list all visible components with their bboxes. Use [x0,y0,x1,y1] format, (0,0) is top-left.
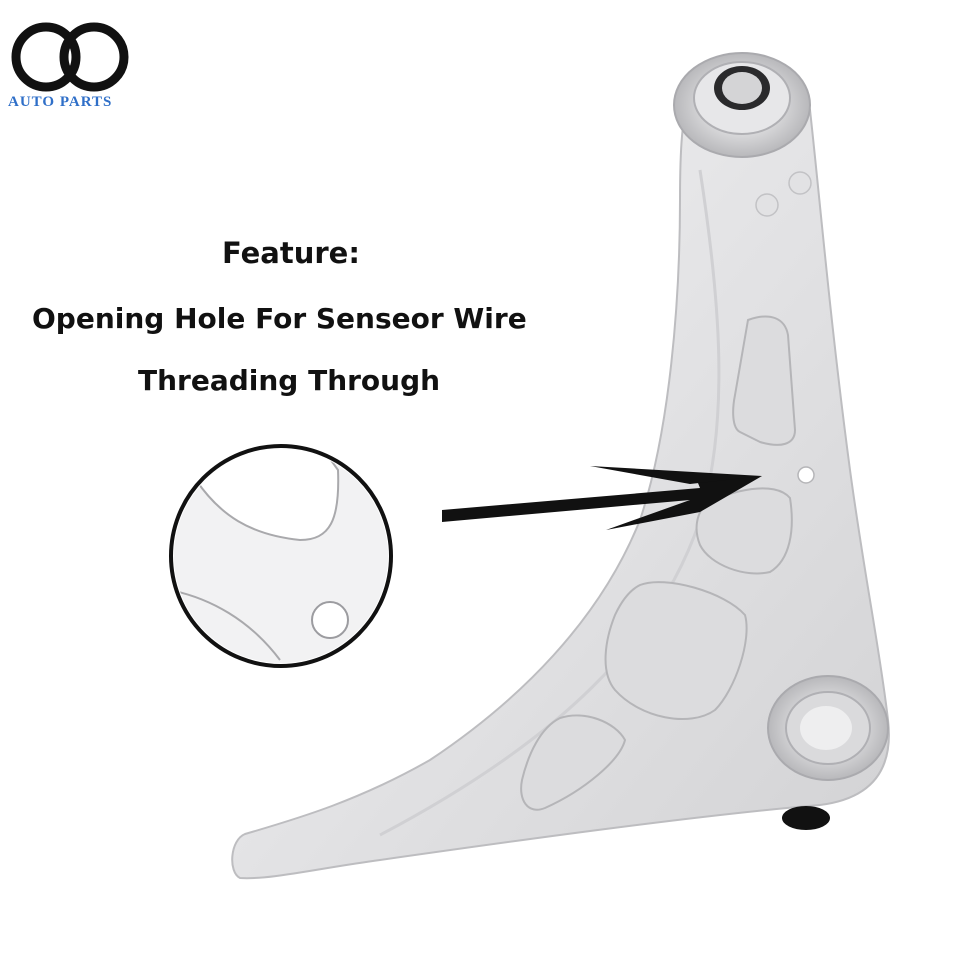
zoom-detail [169,444,393,668]
top-bushing [673,52,811,158]
double-ring-logo-icon [11,22,129,92]
cutout-middle [695,487,793,575]
feature-line-2: Threading Through [138,364,441,397]
bottom-bushing [767,675,889,830]
cutout-large [604,581,748,721]
cutout-lower [520,714,627,811]
logo-text: AUTO PARTS [8,94,113,110]
rivet-2 [788,171,812,195]
cutout-upper [732,315,797,446]
rivet-1 [755,193,779,217]
sensor-hole [797,466,815,484]
feature-line-1: Opening Hole For Senseor Wire [32,302,527,335]
feature-title: Feature: [222,236,360,270]
pointer-arrow [442,466,762,530]
